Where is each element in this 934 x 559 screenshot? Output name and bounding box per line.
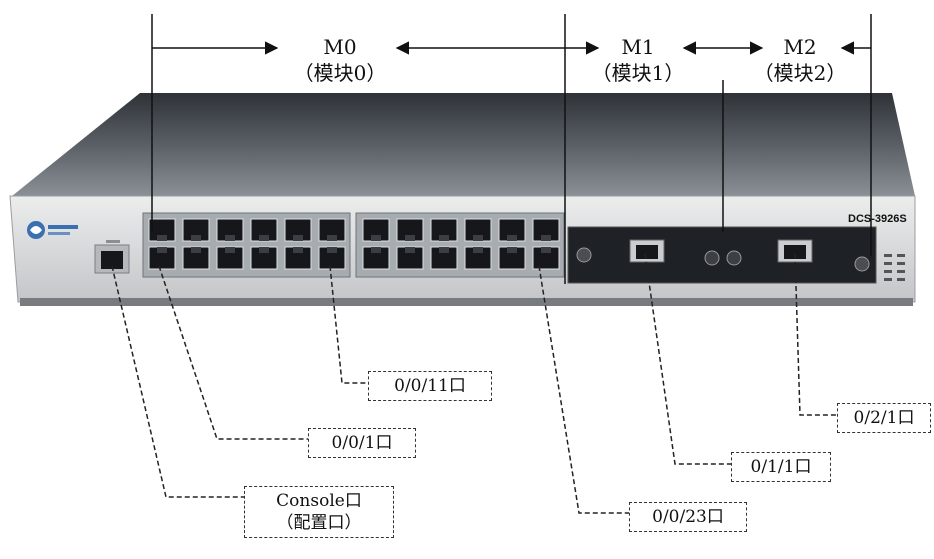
module-m0-name: （模块0） [293,61,387,85]
rj45-port-tab-18 [541,235,551,241]
chassis-top [12,93,915,196]
module-m0-label: M0 （模块0） [290,34,390,86]
leader-0-2-1 [794,253,837,416]
rj45-port-tab-20 [405,247,415,253]
module-m2-id: M2 [783,35,817,59]
module-m1-name: （模块1） [591,61,685,85]
leader-0-1-1 [644,253,731,465]
rj45-port-tab-10 [259,247,269,253]
callout-port-0-1-1: 0/1/1口 [731,452,831,482]
rj45-port-tab-4 [259,235,269,241]
rj45-port-tab-6 [327,235,337,241]
callout-console-port: Console口 （配置口） [244,486,394,538]
callout-port-0-0-1: 0/0/1口 [308,428,416,458]
callout-console-subtext: （配置口） [276,513,362,533]
module1-led-a [704,250,720,266]
rj45-port-tab-24 [541,247,551,253]
rj45-port-tab-23 [507,247,517,253]
callout-port-0-2-1: 0/2/1口 [837,403,931,433]
rj45-port-tab-16 [473,235,483,241]
chassis-bottom-edge [20,298,913,306]
leader-console [111,265,244,498]
rj45-port-tab-5 [293,235,303,241]
rj45-port-tab-13 [371,235,381,241]
rj45-port-tab-19 [371,247,381,253]
rj45-port-tab-9 [225,247,235,253]
module-m2-label: M2 （模块2） [750,34,850,86]
module2-rj45-socket [784,245,806,259]
rj45-port-tab-15 [439,235,449,241]
callout-port-0-0-11: 0/0/11口 [368,371,492,401]
brand-logo [27,221,78,239]
module2-screw [854,256,870,272]
module-m1-id: M1 [621,35,655,59]
module-m2-name: （模块2） [753,61,847,85]
callout-console-text: Console口 [276,491,362,511]
console-port [101,251,123,269]
module1-led-b [726,250,742,266]
console-port-led [106,240,120,243]
rj45-port-tab-11 [293,247,303,253]
rj45-port-array [148,218,560,270]
rj45-port-tab-3 [225,235,235,241]
leader-0-0-11 [329,265,370,384]
rj45-port-tab-14 [405,235,415,241]
rj45-port-tab-7 [157,247,167,253]
rj45-port-tab-8 [191,247,201,253]
module1-rj45-socket [636,245,658,259]
module-panel [567,226,877,284]
callout-port-0-0-23: 0/0/23口 [629,502,747,532]
module1-screw [576,247,592,263]
port-group-2-housing [355,212,565,278]
rj45-port-tab-12 [327,247,337,253]
status-led-column [884,254,905,281]
rj45-port-tab-22 [473,247,483,253]
rj45-port-tab-21 [439,247,449,253]
leader-0-0-1 [158,265,308,440]
port-group-1-housing [142,212,351,278]
device-model-label: DCS-3926S [848,213,907,225]
module-m0-id: M0 [323,35,357,59]
rj45-port-tab-1 [157,235,167,241]
leader-0-0-23 [538,265,629,514]
module-m1-label: M1 （模块1） [588,34,688,86]
rj45-port-tab-17 [507,235,517,241]
rj45-port-tab-2 [191,235,201,241]
